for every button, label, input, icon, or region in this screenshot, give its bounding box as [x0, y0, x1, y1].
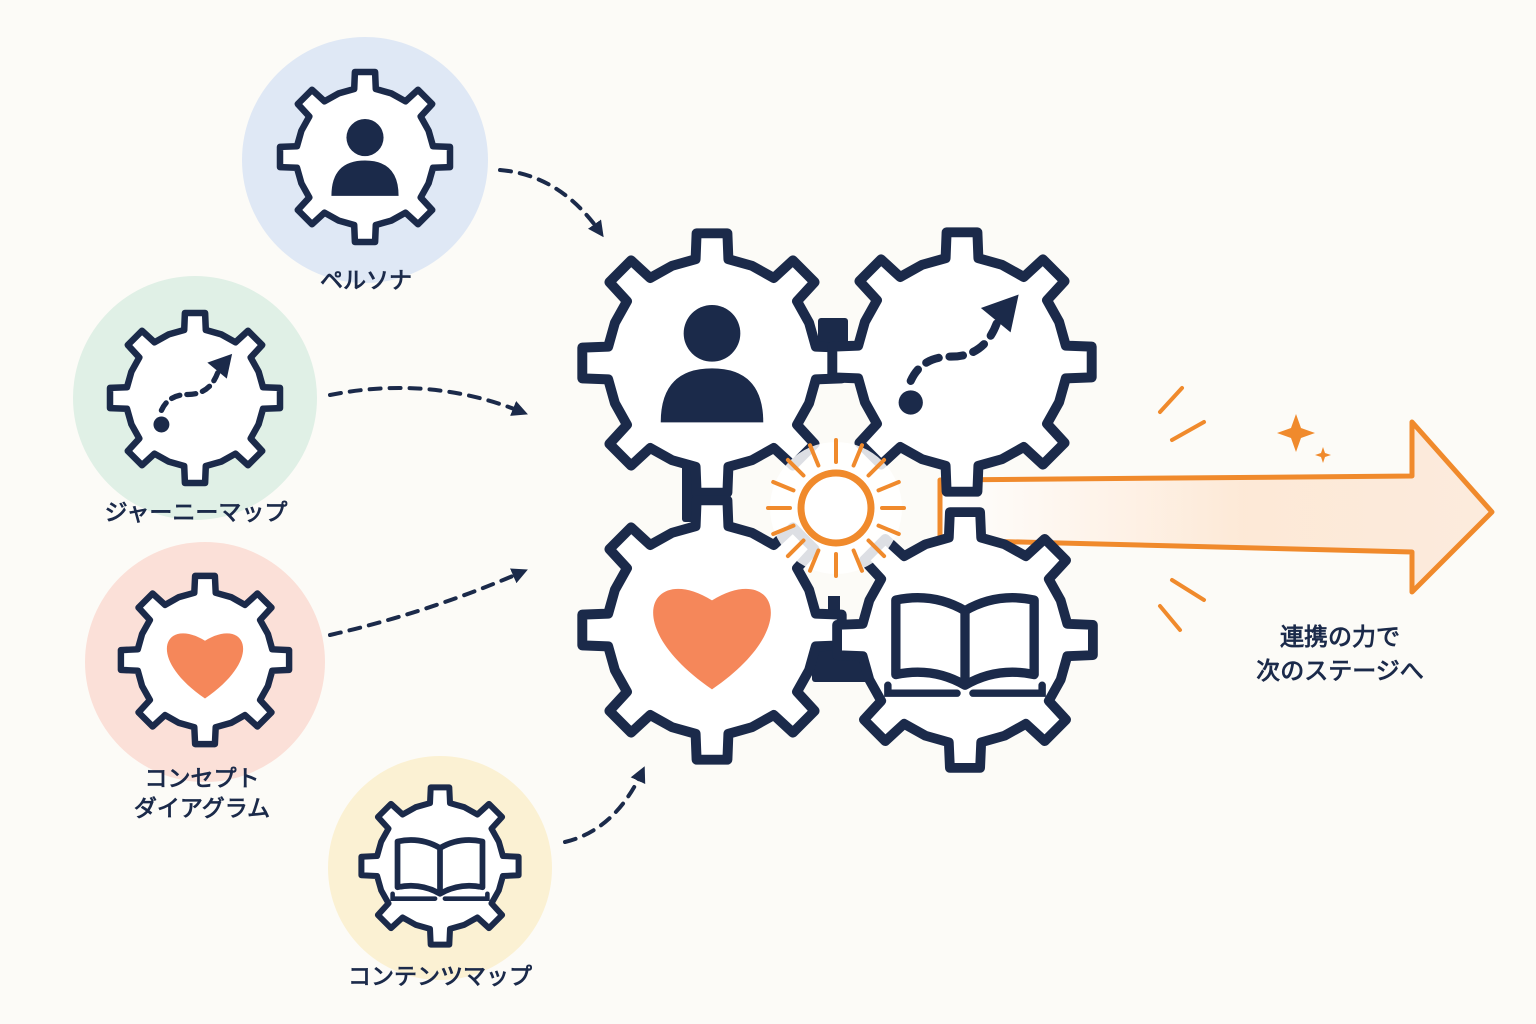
- rising-path-arrow-icon: [153, 353, 233, 433]
- journey-gear: [106, 309, 284, 487]
- sparkle-star-icon: [1277, 414, 1315, 452]
- sunburst-spark-icon: [766, 438, 906, 578]
- content-flow-arrow: [563, 766, 646, 844]
- open-book-icon: [390, 837, 490, 901]
- source-icons: [153, 119, 490, 901]
- persona-gear: [276, 68, 454, 246]
- concept-label: コンセプト ダイアグラム: [134, 764, 270, 824]
- concept-flow-arrow: [328, 568, 528, 637]
- big-arrow-right-icon: [937, 419, 1495, 595]
- journey-label: ジャーニーマップ: [104, 500, 288, 526]
- persona-flow-arrow: [498, 168, 604, 238]
- hub-gear-1: [577, 228, 847, 498]
- output-label-line2: 次のステージへ: [1256, 657, 1424, 685]
- concept-label-line1: コンセプト: [144, 766, 260, 792]
- person-icon: [660, 304, 764, 423]
- person-icon: [331, 119, 399, 196]
- sparkle-small-icon: [1315, 447, 1331, 463]
- hub-gear-2: [827, 227, 1097, 497]
- open-book-icon: [884, 593, 1046, 697]
- hub-icons: [653, 294, 1046, 697]
- journey-flow-arrow: [328, 386, 528, 416]
- burst-lines: [1158, 386, 1206, 632]
- output-label-line1: 連携の力で: [1280, 623, 1400, 651]
- concept-label-line2: ダイアグラム: [133, 796, 271, 822]
- heart-icon: [166, 633, 244, 699]
- output-label: 連携の力で 次のステージへ: [1256, 620, 1424, 688]
- heart-icon: [653, 588, 771, 690]
- rising-path-arrow-icon: [898, 294, 1019, 415]
- persona-label: ペルソナ: [320, 268, 412, 294]
- content-label: コンテンツマップ: [348, 964, 532, 990]
